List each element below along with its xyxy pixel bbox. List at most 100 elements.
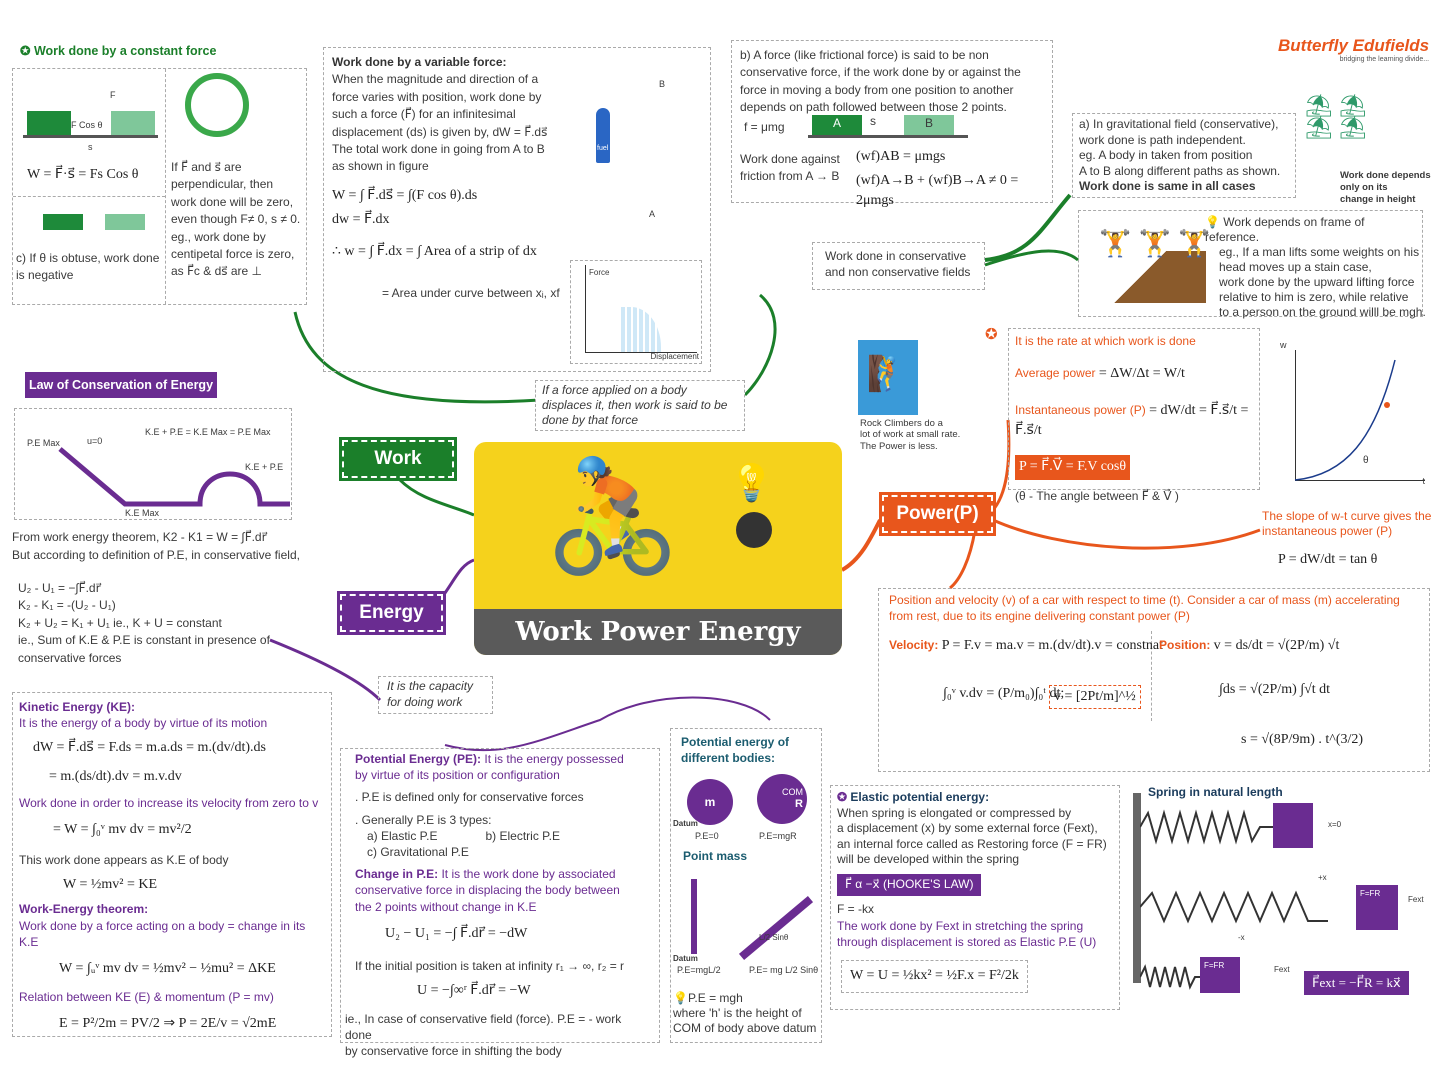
fcos-label: F Cos θ — [71, 120, 103, 130]
perp-line: centipetal force is zero, — [171, 246, 295, 261]
text-line: Position and velocity (v) of a car with … — [889, 593, 1400, 607]
text-line: When the magnitude and direction of a — [332, 72, 539, 87]
fext-label: Fext — [1408, 895, 1424, 904]
parachute-icons: ⛱ ⛱⛱ ⛱ — [1305, 93, 1367, 140]
friction-label: f = μmg — [744, 120, 785, 134]
f-label: F — [110, 90, 116, 100]
text-line: The work done by Fext in stretching the … — [837, 919, 1084, 934]
energy-node[interactable]: Energy — [337, 591, 446, 635]
pe0-label: P.E=0 — [695, 831, 719, 841]
lamp-icon: 💡 — [729, 462, 774, 503]
graph-t-label: t — [1422, 476, 1425, 486]
potential-energy-box: Potential Energy (PE): It is the energy … — [340, 748, 660, 1058]
block-icon — [111, 111, 155, 135]
track-icon — [58, 447, 290, 507]
friction-work-label: Work done against friction from A → B — [740, 152, 840, 184]
work-node[interactable]: Work — [339, 437, 457, 481]
equation: U₂ - U₁ = −∫F⃗.dr⃗ — [18, 581, 101, 595]
block-icon — [105, 214, 145, 230]
perp-line: work done will be zero, — [171, 194, 294, 209]
position-eq: v = ds/dt = √(2P/m) √t — [1213, 638, 1340, 653]
power-formula: P = F⃗.V⃗ = F.V cosθ — [1015, 455, 1131, 480]
variable-title: Work done by a variable force: — [332, 55, 507, 69]
text-line: as shown in figure — [332, 159, 429, 174]
power-node[interactable]: Power(P) — [879, 492, 996, 536]
text-line: eg., If a man lifts some weights on his — [1219, 245, 1420, 259]
com-label: COM — [782, 787, 803, 797]
star-icon: ✪ — [837, 790, 851, 804]
s-label: s — [870, 114, 876, 128]
perp-line: eg., work done by — [171, 229, 266, 244]
block-icon — [27, 111, 71, 135]
angle-note: (θ - The angle between F⃗ & V⃗ ) — [1015, 488, 1179, 503]
center-illustration: 🚴 💡 Work Power Energy — [474, 442, 842, 655]
text-line: displacement (ds) is given by, dW = F⃗.d… — [332, 124, 548, 139]
x0-label: x=0 — [1328, 820, 1342, 829]
a-label: A — [649, 209, 656, 219]
inst-label: Instantaneous power (P) — [1015, 402, 1146, 417]
text-line: head moves up a stain case, — [1219, 260, 1372, 274]
text-line: the 2 points without change in K.E — [355, 899, 537, 914]
text-line: a) In gravitational field (conservative)… — [1079, 117, 1279, 131]
star-icon: ✪ — [20, 44, 34, 58]
work-formula: W = F⃗·s⃗ = Fs Cos θ — [27, 167, 139, 182]
rock-climber-image: 🧗 — [858, 340, 918, 415]
datum-label: Datum — [673, 819, 698, 828]
ke-def: It is the energy of a body by virtue of … — [19, 716, 268, 731]
text-line: a displacement (x) by some external forc… — [837, 821, 1098, 836]
bold-line: Work done is same in all cases — [1079, 179, 1256, 194]
text-line: eg. A body in taken from position — [1079, 148, 1253, 163]
equation: W = ∫ᵤᵛ mv dv = ½mv² − ½mu² = ΔKE — [59, 960, 276, 976]
text-line: It is the work done by associated — [438, 867, 616, 882]
equation: W = ∫ F⃗.ds⃗ = ∫(F cos θ).ds — [332, 187, 478, 203]
text-line: This work done appears as K.E of body — [19, 853, 229, 868]
type-elastic: a) Elastic P.E — [367, 828, 438, 843]
spring-title: Spring in natural length — [1148, 785, 1283, 799]
equation: ∴ w = ∫ F⃗.dx = ∫ Area of a strip of dx — [332, 244, 537, 260]
velocity-integral: ∫₀ᵛ v.dv = (P/m₀)∫₀ᵗ dt; — [943, 686, 1065, 701]
inclined-rod — [738, 896, 814, 960]
block-icon — [43, 214, 83, 230]
text-line: to a person on the ground willl be mgh. — [1219, 305, 1426, 319]
avg-eq: = ΔW/Δt = W/t — [1098, 366, 1185, 382]
equation: (wf)AB = μmgs — [856, 149, 946, 164]
sphere-point-mass: m — [687, 779, 733, 825]
bodies-title: Potential energy of different bodies: — [681, 735, 790, 765]
text-line: conservative force in displacing the bod… — [355, 883, 620, 898]
theta-label: θ — [1363, 455, 1369, 466]
datum-label: Datum — [673, 954, 698, 963]
pe-def: It is the energy possessed — [481, 752, 624, 766]
spring-icons — [1140, 809, 1328, 990]
text-line: by conservative force in shifting the bo… — [345, 1044, 562, 1059]
conservative-fields-node[interactable]: Work done in conservative and non conser… — [812, 242, 985, 290]
rocket-icon — [596, 108, 610, 163]
block-a: A — [812, 115, 862, 135]
equation: = m.(ds/dt).dv = m.v.dv — [49, 769, 182, 785]
text-line: conservative forces — [18, 650, 122, 665]
spring-eq: F⃗ext = −F⃗R = kx⃗ — [1304, 971, 1409, 995]
inst-eq: = dW/dt = F⃗.s⃗/t = F⃗.s⃗/t — [1015, 402, 1249, 438]
half-sin-label: L/2 Sinθ — [759, 933, 789, 942]
mass-block — [1273, 803, 1313, 848]
text-line: . P.E is defined only for conservative f… — [355, 790, 584, 805]
velocity-result: v = [2Pt/m]^½ — [1049, 685, 1141, 710]
pe-def2: by virtue of its position or configurati… — [355, 768, 560, 783]
fext-label: Fext — [1274, 965, 1290, 974]
text-line: . Generally P.E is 3 types: — [355, 812, 492, 827]
graph-x-label: Displacement — [650, 352, 699, 362]
pesin-label: P.E= mg L/2 Sinθ — [749, 965, 819, 975]
wall — [1133, 793, 1141, 983]
text-line: ie., In case of conservative field (forc… — [345, 1011, 622, 1042]
text-line: Work done in order to increase its veloc… — [19, 796, 319, 811]
text-line: such a force (F⃗) for an infinitesimal — [332, 107, 516, 122]
text-line: COM of body above datum — [673, 1021, 817, 1035]
perp-line: even though F≠ 0, s ≠ 0. — [171, 212, 301, 227]
kinetic-energy-box: Kinetic Energy (KE): It is the energy of… — [12, 692, 332, 1037]
law-title: Law of Conservation of Energy — [25, 372, 217, 398]
text-line: through displacement is stored as Elasti… — [837, 934, 1097, 949]
bodies-box: Potential energy of different bodies: m … — [670, 728, 822, 1043]
energy-eq: K.E + P.E = K.E Max = P.E Max — [145, 427, 271, 437]
block-b: B — [904, 115, 954, 135]
